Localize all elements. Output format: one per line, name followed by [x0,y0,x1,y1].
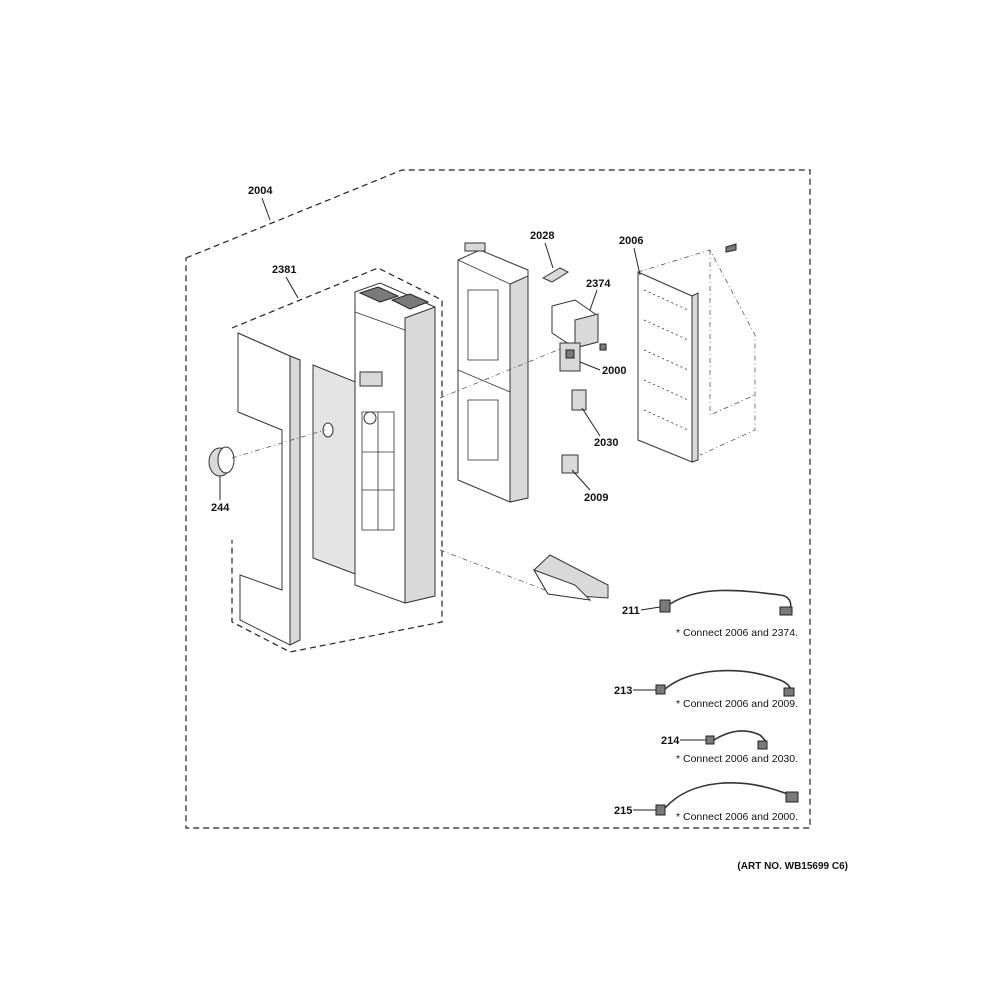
harness-213-drawing [655,669,795,697]
leader-2028 [544,242,554,269]
callout-211: 211 [622,605,640,617]
harness-214-drawing [705,730,768,750]
callout-2004: 2004 [248,185,273,197]
main-board [637,271,699,463]
callout-2374: 2374 [586,278,611,290]
board-screw [725,243,737,253]
board-ghost-box [637,249,756,456]
foam-pad [532,554,609,601]
note-213: * Connect 2006 and 2009. [676,698,798,710]
faceplate [237,332,301,646]
assembly-axis-1 [439,344,571,399]
callout-2000: 2000 [602,365,626,377]
callout-214: 214 [661,735,680,747]
harness-215-drawing [655,782,799,816]
callout-2030: 2030 [594,437,618,449]
note-211: * Connect 2006 and 2374. [676,627,798,639]
leader-2030 [581,407,601,437]
overlay-sheet [312,364,359,576]
note-215: * Connect 2006 and 2000. [676,811,798,823]
callout-2381: 2381 [272,264,296,276]
knob [208,446,235,477]
control-panel-frame [354,282,436,604]
switch-2009 [561,454,579,474]
callout-2028: 2028 [530,230,554,242]
overlay-hole [322,422,334,438]
assembly-axis-2 [439,549,546,591]
callout-213: 213 [614,685,632,697]
note-214: * Connect 2006 and 2030. [676,753,798,765]
callout-2009: 2009 [584,492,608,504]
module [551,299,599,349]
control-panel-boundary [231,267,443,653]
mounting-bracket [457,242,529,503]
bracket-clip [541,267,570,283]
leader-2009 [571,469,591,491]
leader-2374 [589,289,598,311]
leader-2381 [285,276,299,299]
switch-2030 [571,389,587,411]
callout-2006: 2006 [619,235,643,247]
screw-2000 [599,343,607,351]
leader-211 [640,606,661,611]
assembly-boundary [185,169,811,829]
leader-2006 [633,247,641,276]
leader-2000 [579,361,601,371]
callout-244: 244 [211,502,230,514]
leader-2004 [261,197,271,221]
knob-axis [231,429,326,459]
callout-215: 215 [614,805,632,817]
harness-211-drawing [659,589,793,616]
art-number: (ART NO. WB15699 C6) [737,861,848,872]
switch-2000 [559,342,581,372]
